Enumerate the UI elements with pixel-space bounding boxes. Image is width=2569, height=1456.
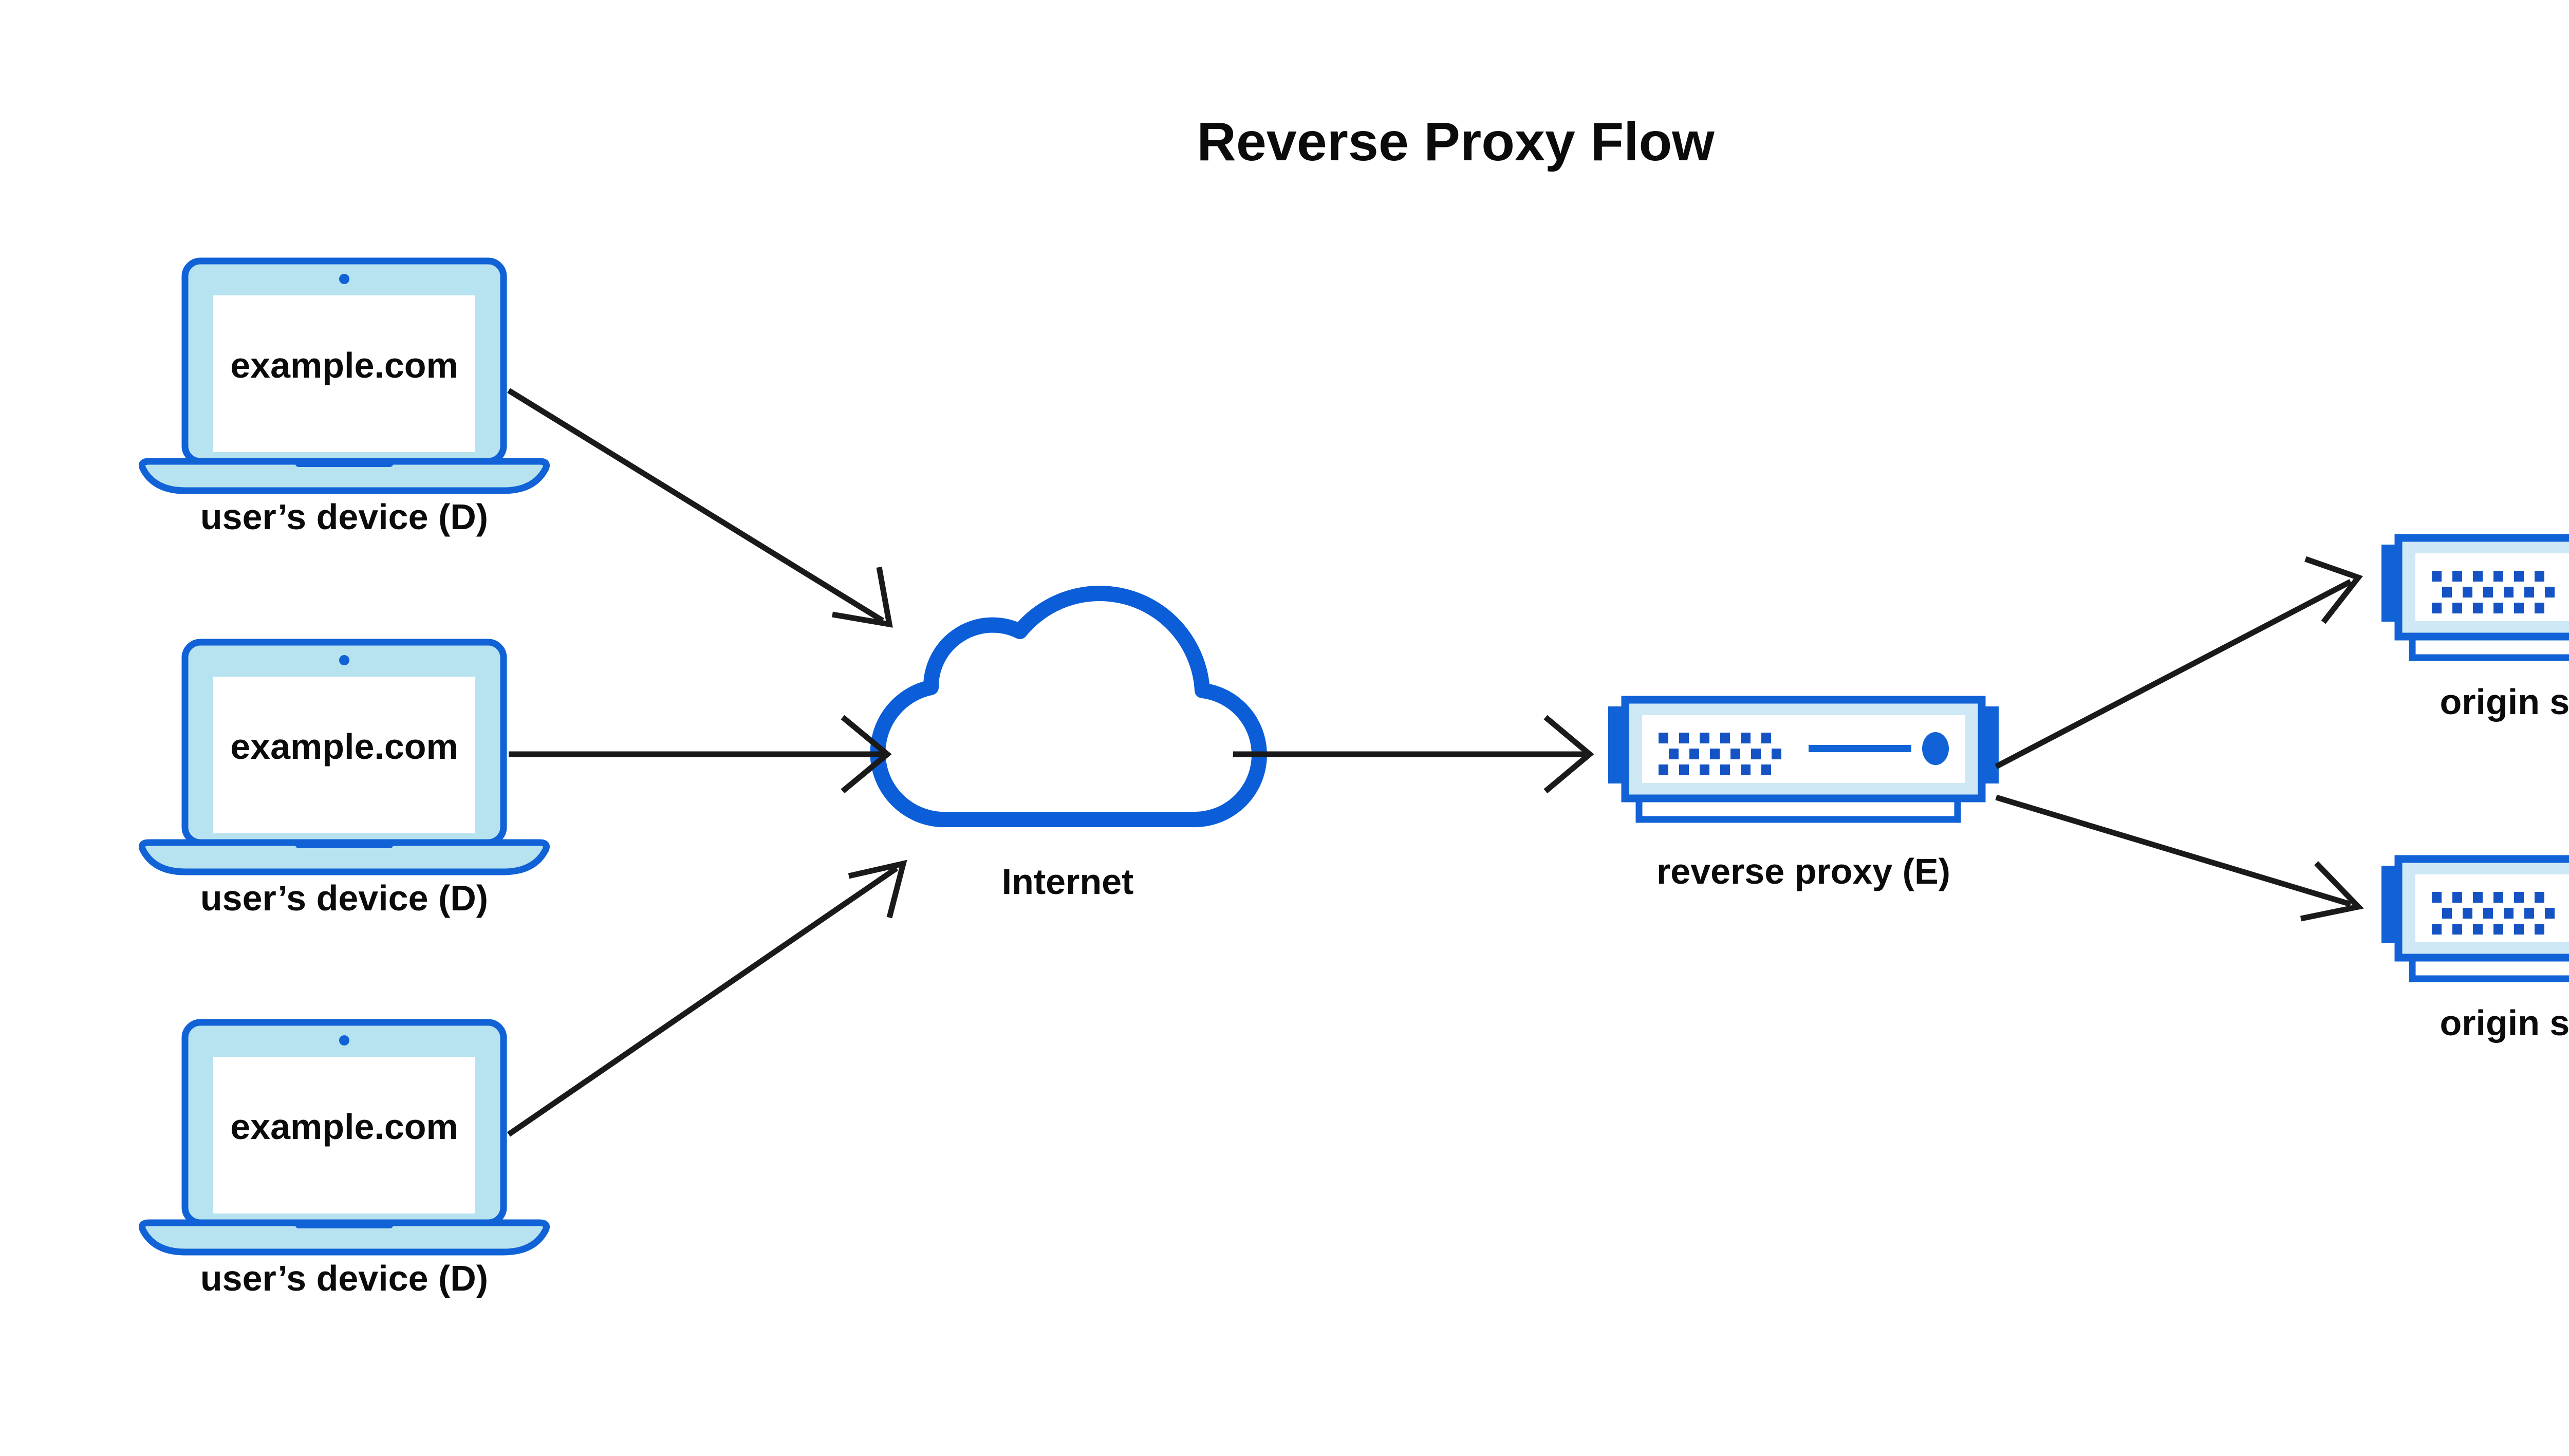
device-label: user’s device (D): [200, 497, 488, 537]
server-status-line: [1809, 745, 1911, 752]
reverse-proxy[interactable]: reverse proxy (E): [1608, 696, 1999, 891]
user-device-2[interactable]: example.com user’s device (D): [139, 639, 550, 918]
server-icon: [2381, 855, 2569, 982]
device-screen-text: example.com: [230, 345, 458, 385]
edge-device2-internet: [509, 715, 892, 794]
edge-proxy-origin1: [1995, 556, 2363, 769]
server-port-dots: [2432, 571, 2555, 613]
server-port-dots: [1659, 733, 1781, 775]
laptop-icon: [139, 257, 550, 494]
internet-cloud[interactable]: Internet: [870, 586, 1267, 902]
server-icon: [1608, 696, 1999, 823]
laptop-icon: [139, 639, 550, 875]
edge-internet-proxy: [1233, 715, 1594, 794]
cloud-icon: [870, 586, 1267, 828]
device-screen-text: example.com: [230, 726, 458, 767]
server-icon: [2381, 534, 2569, 661]
page-title: Reverse Proxy Flow: [1197, 111, 1715, 172]
origin-server-2[interactable]: origin server (F): [2381, 855, 2569, 1043]
edge-proxy-origin2: [1995, 794, 2364, 922]
laptop-icon: [139, 1019, 550, 1256]
origin-label: origin server (F): [2440, 1003, 2569, 1043]
origin-server-1[interactable]: origin server (F): [2381, 534, 2569, 722]
server-port-dots: [2432, 892, 2555, 935]
internet-label: Internet: [1002, 862, 1134, 902]
edge-device3-internet: [507, 860, 907, 1137]
device-label: user’s device (D): [200, 878, 488, 918]
user-device-1[interactable]: example.com user’s device (D): [139, 257, 550, 537]
user-device-3[interactable]: example.com user’s device (D): [139, 1019, 550, 1298]
proxy-label: reverse proxy (E): [1656, 851, 1950, 891]
device-label: user’s device (D): [200, 1258, 488, 1298]
edge-device1-internet: [507, 388, 893, 628]
device-screen-text: example.com: [230, 1107, 458, 1147]
origin-label: origin server (F): [2440, 682, 2569, 722]
server-status-dot: [1922, 732, 1949, 765]
